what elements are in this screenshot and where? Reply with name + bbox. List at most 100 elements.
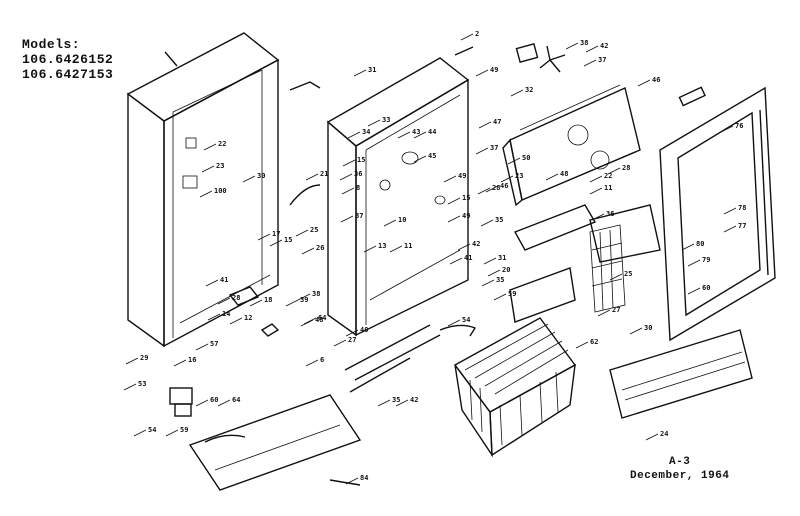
callout-leader: [637, 79, 651, 87]
callout-number: 43: [412, 128, 420, 136]
callout-leader: [413, 155, 427, 163]
callout-number: 24: [660, 430, 668, 438]
callout-number: 31: [498, 254, 506, 262]
shelf-parts: [509, 204, 661, 323]
callout-number: 33: [382, 116, 390, 124]
callout-leader: [367, 119, 381, 127]
callout-number: 22: [218, 140, 226, 148]
callout-leader: [341, 187, 355, 195]
callout-number: 23: [216, 162, 224, 170]
model-number: 106.6426152: [22, 52, 114, 67]
callout-number: 13: [378, 242, 386, 250]
callout-leader: [487, 269, 501, 277]
callout-leader: [687, 287, 701, 295]
callout-number: 62: [590, 338, 598, 346]
callout-leader: [125, 357, 139, 365]
callout-leader: [340, 215, 354, 223]
callout-number: 34: [362, 128, 370, 136]
callout-leader: [165, 429, 179, 437]
callout-number: 59: [180, 426, 188, 434]
drain-pan: [188, 394, 362, 491]
grille-panel: [609, 329, 753, 419]
callout-leader: [195, 343, 209, 351]
date-label: December, 1964: [630, 470, 730, 482]
callout-leader: [645, 433, 659, 441]
callout-leader: [397, 131, 411, 139]
callout-leader: [591, 213, 605, 221]
callout-number: 76: [735, 122, 743, 130]
callout-leader: [133, 429, 147, 437]
callout-leader: [460, 33, 474, 41]
callout-number: 28: [232, 294, 240, 302]
callout-leader: [629, 327, 643, 335]
callout-leader: [195, 399, 209, 407]
callout-leader: [377, 399, 391, 407]
callout-number: 41: [220, 276, 228, 284]
callout-number: 59: [508, 290, 516, 298]
callout-number: 48: [560, 170, 568, 178]
callout-leader: [285, 299, 299, 307]
callout-number: 79: [702, 256, 710, 264]
callout-leader: [383, 219, 397, 227]
callout-number: 80: [696, 240, 704, 248]
callout-leader: [477, 187, 491, 195]
callout-leader: [589, 175, 603, 183]
callout-leader: [305, 173, 319, 181]
callout-number: 35: [496, 276, 504, 284]
callout-number: 27: [348, 336, 356, 344]
callout-leader: [301, 247, 315, 255]
callout-leader: [347, 131, 361, 139]
callout-number: 49: [458, 172, 466, 180]
callout-number: 11: [604, 184, 612, 192]
callout-number: 44: [428, 128, 436, 136]
callout-leader: [575, 341, 589, 349]
wire-basket: [453, 317, 577, 458]
callout-leader: [342, 159, 356, 167]
model-number: 106.6427153: [22, 67, 114, 82]
callout-leader: [305, 359, 319, 367]
callout-leader: [297, 293, 311, 301]
callout-leader: [475, 147, 489, 155]
callout-leader: [123, 383, 137, 391]
callout-leader: [363, 245, 377, 253]
callout-number: 49: [462, 212, 470, 220]
callout-number: 60: [210, 396, 218, 404]
callout-number: 18: [264, 296, 272, 304]
callout-leader: [493, 293, 507, 301]
callout-leader: [585, 45, 599, 53]
callout-leader: [475, 69, 489, 77]
callout-number: 6: [320, 356, 324, 364]
callout-number: 16: [188, 356, 196, 364]
callout-leader: [478, 121, 492, 129]
callout-number: 37: [355, 212, 363, 220]
callout-number: 77: [738, 222, 746, 230]
callout-leader: [720, 125, 734, 133]
callout-leader: [249, 299, 263, 307]
callout-number: 15: [462, 194, 470, 202]
callout-leader: [173, 359, 187, 367]
callout-number: 38: [580, 39, 588, 47]
callout-number: 2: [475, 30, 479, 38]
callout-number: 64: [318, 314, 326, 322]
callout-number: 84: [360, 474, 368, 482]
callout-leader: [481, 279, 495, 287]
callout-leader: [413, 131, 427, 139]
callout-number: 42: [410, 396, 418, 404]
callout-leader: [229, 317, 243, 325]
callout-leader: [339, 173, 353, 181]
callout-number: 48: [315, 316, 323, 324]
callout-number: 20: [502, 266, 510, 274]
callout-leader: [681, 243, 695, 251]
callout-number: 10: [398, 216, 406, 224]
callout-number: 60: [702, 284, 710, 292]
callout-leader: [269, 239, 283, 247]
callout-leader: [447, 197, 461, 205]
callout-number: 17: [272, 230, 280, 238]
callout-number: 37: [490, 144, 498, 152]
models-title: Models:: [22, 37, 81, 52]
callout-number: 36: [606, 210, 614, 218]
callout-leader: [723, 207, 737, 215]
fan-blade: [515, 43, 566, 73]
callout-leader: [597, 309, 611, 317]
